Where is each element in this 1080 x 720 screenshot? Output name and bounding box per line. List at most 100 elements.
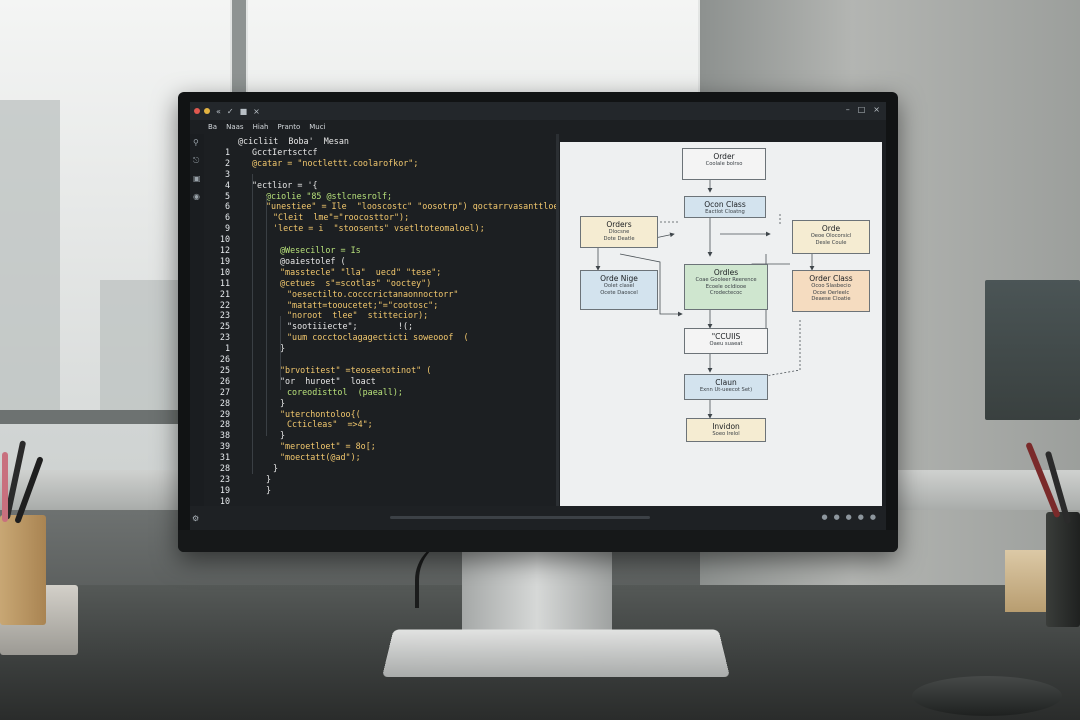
close-icon[interactable]: × [873,105,880,114]
status-icon[interactable]: ● [845,513,852,521]
settings-icon[interactable]: ⚙ [192,514,200,523]
menu-item[interactable]: Pranto [277,123,301,131]
tab-icon[interactable]: « [216,106,221,116]
close-dot[interactable] [194,108,200,114]
menu-item[interactable]: Muci [309,123,326,131]
square-icon[interactable]: ■ [239,106,248,116]
horizontal-scrollbar[interactable] [390,516,650,519]
code-line[interactable]: 38} [204,430,544,441]
minimize-dot[interactable] [204,108,210,114]
code-line[interactable]: 26 [204,354,544,365]
box-title: Ordles [713,268,739,277]
box-subtitle: Dlocsne [608,229,630,235]
line-number: 11 [219,277,230,288]
line-number: 21 [219,288,230,299]
code-line[interactable]: 5@ciolie "85 @stlcnesrolf; [204,191,544,202]
line-number: 5 [224,190,230,201]
code-text: @Wesecillor = Is [280,245,361,255]
code-line[interactable]: 22"matatt=tooucetet;"="cootosc"; [204,300,544,311]
box-subtitle: Deaese Cloatie [811,296,851,302]
code-line[interactable]: 29"uterchontoloo{( [204,409,544,420]
menu-item[interactable]: Naas [226,123,244,131]
code-line[interactable]: 26"or huroet" loact [204,376,544,387]
code-text: } [266,484,272,495]
status-icon[interactable]: ● [833,513,840,521]
line-number: 6 [224,201,230,212]
menu-item[interactable]: Hiah [252,123,269,131]
code-text: } [280,343,286,354]
minimize-icon[interactable]: – [845,105,850,114]
check-icon[interactable]: ✓ [226,106,234,116]
code-line[interactable]: 10 [204,234,544,245]
search-icon[interactable]: ⚲ [193,138,199,147]
menu-item[interactable]: Ba [208,123,218,131]
line-number: 28 [219,419,230,430]
close-tab-icon[interactable]: × [253,106,260,116]
line-number: 3 [224,168,230,179]
code-line[interactable]: 9'lecte = i "stoosents" vsetltoteomaloel… [204,223,544,234]
code-line[interactable]: 23} [204,474,544,485]
code-text: } [273,463,279,473]
status-icon[interactable]: ● [857,513,864,521]
line-number: 38 [219,430,230,441]
line-number: 19 [219,484,230,495]
code-line[interactable]: 39"meroetloet" = 8o[; [204,441,544,452]
editor-scrollbar[interactable] [556,134,559,506]
code-text: } [280,430,286,441]
code-line[interactable]: 31"moectatt(@ad"); [204,452,544,463]
code-text: "ectlior = '{ [252,179,318,190]
code-line[interactable]: 12@Wesecillor = Is [204,245,544,256]
maximize-icon[interactable]: □ [857,105,866,114]
code-line[interactable]: 25"brvotitest" =teoseetotinot" ( [204,365,544,376]
code-line[interactable]: @cicliit Boba' Mesan [204,136,544,147]
box-subtitle: Dote Deatle [603,235,635,242]
pen-cup-left [0,515,46,625]
debug-icon[interactable]: ◉ [193,192,200,201]
box-title: Orders [606,220,632,229]
code-line[interactable]: 21"oesectilto.cocccrictanaonnoctorr" [204,289,544,300]
box-subtitle: Coolale bolrso [705,161,743,167]
code-line[interactable]: 28} [204,463,544,474]
code-line[interactable]: 23"uum cocctoclagagecticti soweooof ( [204,332,544,343]
code-text: GcctIertsctcf [252,146,318,157]
monitor-bezel [178,530,898,552]
code-line[interactable]: 25"sootiiiecte"; !(; [204,321,544,332]
code-line[interactable]: 4"ectlior = '{ [204,180,544,191]
code-line[interactable]: 28 Ccticleas" =>4"; [204,419,544,430]
code-line[interactable]: 3 [204,169,544,180]
status-icon[interactable]: ● [869,513,876,521]
code-line[interactable]: 19@oaiestolef ( [204,256,544,267]
computer-mouse[interactable] [912,676,1062,716]
window-controls: – □ × [846,105,880,114]
box-title: Claun [715,378,737,387]
code-line[interactable]: 6"Cleit lme"="roocosttor"); [204,212,544,223]
status-icon[interactable]: ● [821,513,828,521]
box-subtitle: Oeoe Olocorsicl [810,233,852,239]
code-line[interactable]: 1} [204,343,544,354]
code-line[interactable]: 10"masstecle" "lla" uecd" "tese"; [204,267,544,278]
code-line[interactable]: 10 [204,496,544,507]
code-line[interactable]: 11@cetues s"=scotlas" "ooctey") [204,278,544,289]
code-line[interactable]: 23"noroot tlee" stittecior); [204,310,544,321]
git-icon[interactable]: ⎋ [193,156,200,165]
code-line[interactable]: 19} [204,485,544,496]
extensions-icon[interactable]: ▣ [193,174,201,183]
code-text: Ccticleas" =>4"; [287,419,373,430]
code-line[interactable]: 6"unestiee" = Ile "looscostc" "oosotrp")… [204,201,564,212]
code-line[interactable]: 28} [204,398,544,409]
code-line[interactable]: 2@catar = "noctlettt.coolarofkor"; [204,158,544,169]
